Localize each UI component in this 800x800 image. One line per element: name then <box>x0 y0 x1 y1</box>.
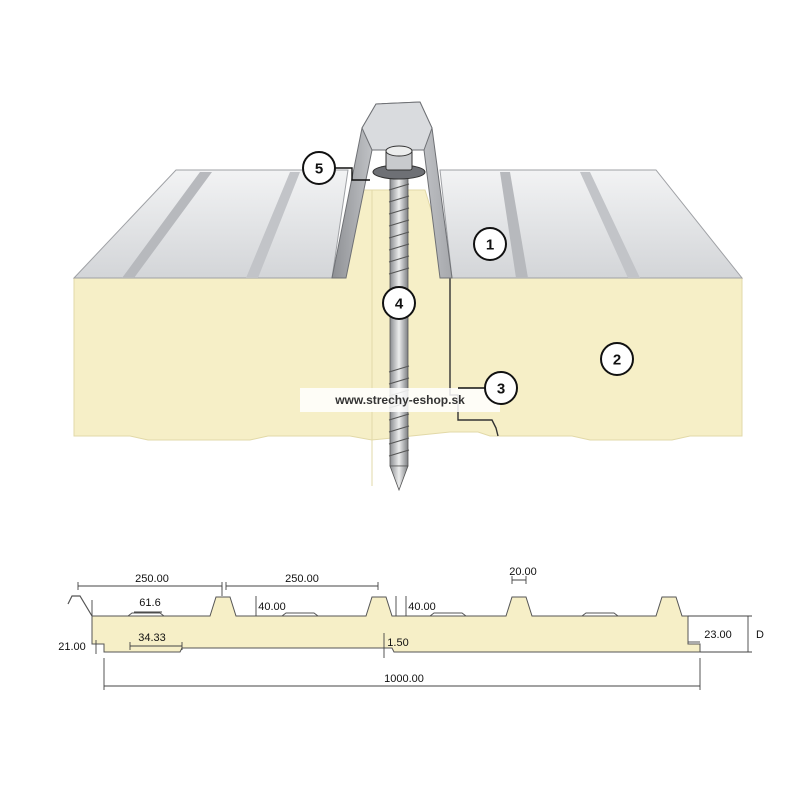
dim-rib-spacing-2: 250.00 <box>285 573 319 585</box>
steel-sheet-left <box>72 169 349 279</box>
callout-5-label: 5 <box>315 161 323 178</box>
dim-bottom-profile-depth: 1.50 <box>387 637 408 649</box>
minor-rib-right-2 <box>580 172 640 278</box>
dim-rib-top-width: 20.00 <box>509 566 537 578</box>
dim-joint-offset: 34.33 <box>138 632 166 644</box>
cross-section-minor-ribs <box>127 612 619 617</box>
watermark-band <box>300 388 500 412</box>
callout-1-label: 1 <box>486 237 494 254</box>
dimension-lines <box>77 576 752 690</box>
panel-3d-illustration: www.strechy-eshop.sk 1 2 3 4 5 <box>72 101 744 492</box>
dim-rib-spacing-1: 250.00 <box>135 573 169 585</box>
dim-left-edge: 21.00 <box>58 641 86 653</box>
self-drilling-screw <box>388 175 410 492</box>
minor-rib-left <box>122 172 212 278</box>
dim-right-edge: 23.00 <box>704 629 732 641</box>
ridge-cap <box>361 101 433 151</box>
callout-4: 4 <box>382 286 416 320</box>
callout-5: 5 <box>302 151 336 185</box>
minor-rib-left-2 <box>246 172 300 278</box>
callout-2: 2 <box>600 342 634 376</box>
cross-section-core <box>91 596 701 653</box>
callout-4-label: 4 <box>395 296 404 313</box>
dim-rib-height-1: 40.00 <box>258 601 286 613</box>
dim-thickness: D <box>756 629 764 641</box>
cross-section-left-hook <box>67 595 93 617</box>
screw-head-washer <box>372 145 426 180</box>
callout-3-label: 3 <box>497 381 505 398</box>
watermark-text: www.strechy-eshop.sk <box>334 393 465 407</box>
minor-rib-right <box>500 172 528 278</box>
callout-2-label: 2 <box>613 352 621 369</box>
dim-minor-rib-width: 61.6 <box>139 597 160 609</box>
callout-leaders <box>332 167 486 389</box>
dim-rib-height-2: 40.00 <box>408 601 436 613</box>
callout-1: 1 <box>473 227 507 261</box>
callout-3: 3 <box>484 371 518 405</box>
cross-section-drawing: 250.00 250.00 20.00 40.00 40.00 61.6 34.… <box>58 566 764 690</box>
dim-total-width: 1000.00 <box>384 673 424 685</box>
